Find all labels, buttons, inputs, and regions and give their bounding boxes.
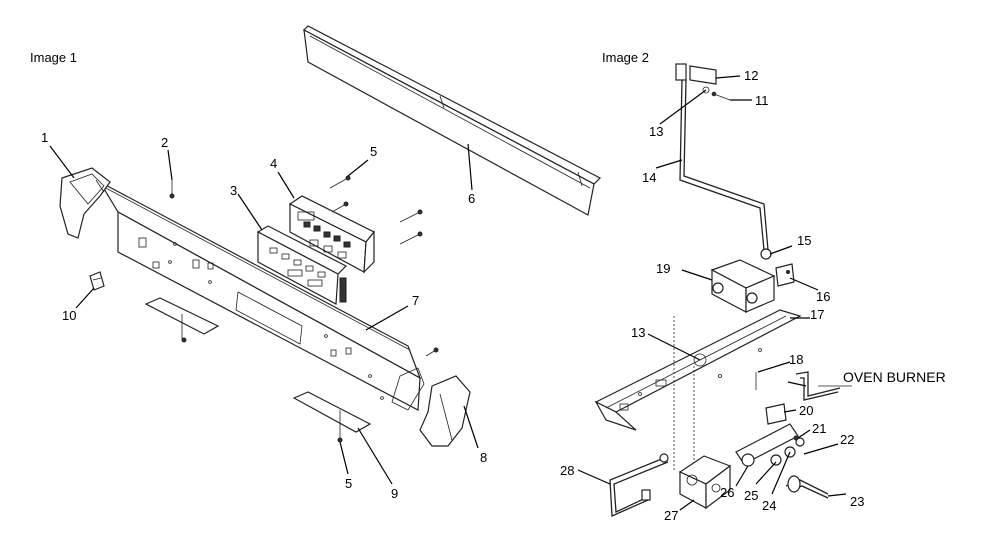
label-21: 21 bbox=[812, 421, 826, 436]
thermostat-bracket bbox=[675, 63, 731, 101]
label-3: 3 bbox=[230, 183, 237, 198]
valve-block bbox=[710, 259, 776, 313]
control-overlay bbox=[256, 225, 348, 305]
label-18: 18 bbox=[789, 352, 803, 367]
lower-bracket-left bbox=[144, 297, 220, 343]
electronic-control-board bbox=[288, 195, 375, 274]
label-12: 12 bbox=[744, 68, 758, 83]
label-5-top: 5 bbox=[370, 144, 377, 159]
image1-leaders bbox=[49, 143, 479, 485]
label-11: 11 bbox=[755, 93, 769, 108]
clip bbox=[89, 271, 105, 291]
frame-hardware bbox=[673, 316, 787, 470]
gas-supply-line bbox=[609, 453, 669, 517]
label-1: 1 bbox=[41, 130, 48, 145]
label-2: 2 bbox=[161, 135, 168, 150]
pressure-regulator bbox=[678, 455, 732, 510]
label-26: 26 bbox=[720, 485, 734, 500]
label-6: 6 bbox=[468, 191, 475, 206]
lower-bracket-right bbox=[292, 391, 372, 443]
label-9: 9 bbox=[391, 486, 398, 501]
burner-frame bbox=[594, 309, 802, 431]
label-5-bottom: 5 bbox=[345, 476, 352, 491]
label-13-bottom: 13 bbox=[631, 325, 645, 340]
image1-title: Image 1 bbox=[30, 50, 77, 65]
right-end-cap bbox=[391, 367, 471, 447]
burner-tube bbox=[785, 475, 829, 499]
label-23: 23 bbox=[850, 494, 864, 509]
panel-screw bbox=[169, 180, 175, 199]
manifold-fittings bbox=[735, 423, 805, 467]
control-panel-body bbox=[98, 180, 422, 411]
label-16: 16 bbox=[816, 289, 830, 304]
control-screws bbox=[329, 175, 423, 245]
panel-right-screw bbox=[425, 347, 439, 357]
label-17: 17 bbox=[810, 307, 824, 322]
label-10: 10 bbox=[62, 308, 76, 323]
label-22: 22 bbox=[840, 432, 854, 447]
label-13-top: 13 bbox=[649, 124, 663, 139]
image2-title: Image 2 bbox=[602, 50, 649, 65]
label-4: 4 bbox=[270, 156, 277, 171]
label-25: 25 bbox=[744, 488, 758, 503]
label-oven-burner: OVEN BURNER bbox=[843, 369, 946, 385]
label-24: 24 bbox=[762, 498, 776, 513]
label-15: 15 bbox=[797, 233, 811, 248]
gas-tube bbox=[679, 79, 769, 251]
top-trim-strip bbox=[303, 25, 602, 216]
left-end-cap bbox=[59, 167, 111, 239]
image2-leaders bbox=[577, 75, 847, 511]
label-27: 27 bbox=[664, 508, 678, 523]
tube-fitting bbox=[760, 248, 772, 260]
label-7: 7 bbox=[412, 293, 419, 308]
oven-burner bbox=[795, 371, 852, 401]
label-8: 8 bbox=[480, 450, 487, 465]
label-19: 19 bbox=[656, 261, 670, 276]
label-14: 14 bbox=[642, 170, 656, 185]
valve-bracket bbox=[775, 263, 795, 287]
label-20: 20 bbox=[799, 403, 813, 418]
label-28: 28 bbox=[560, 463, 574, 478]
